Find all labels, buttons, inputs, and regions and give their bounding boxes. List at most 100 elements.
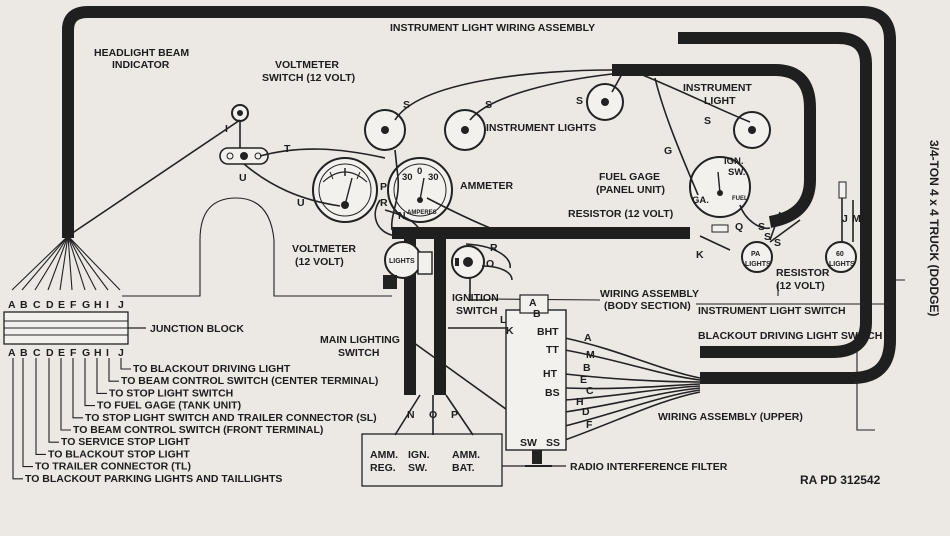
junction-letter-bottom-d: D: [46, 347, 54, 359]
label-headlight-beam-2: INDICATOR: [112, 59, 170, 71]
code-s4: S: [704, 115, 711, 127]
legend-line-2: [108, 358, 119, 382]
label-voltmeter-switch-2: SWITCH (12 VOLT): [262, 72, 355, 84]
label-ignition-switch-1: IGNITION: [452, 292, 499, 304]
filter-box-3-line1: AMM.: [452, 449, 480, 461]
legend-item-5: TO STOP LIGHT SWITCH AND TRAILER CONNECT…: [85, 412, 377, 424]
sixty-lights-text: LIGHTS: [829, 261, 855, 268]
label-resistor-center: RESISTOR (12 VOLT): [568, 208, 673, 220]
junction-letter-top-d: D: [46, 299, 54, 311]
label-instrument-light-1: INSTRUMENT: [683, 82, 752, 94]
legend-line-4: [84, 358, 95, 407]
code-j: J: [842, 213, 848, 225]
code-u1: U: [239, 172, 247, 184]
code-l: L: [500, 314, 507, 326]
code-s-right1: S: [758, 221, 765, 233]
filter-terminal-o: O: [429, 409, 437, 421]
instrument-light-gauge-3: [586, 83, 624, 121]
legend-item-8: TO BLACKOUT STOP LIGHT: [48, 448, 190, 460]
code-a-box: A: [529, 297, 537, 309]
fuel-gage-sw: SW.: [728, 167, 745, 178]
legend-line-10: [12, 358, 23, 480]
junction-letter-top-c: C: [33, 299, 41, 311]
junction-letter-top-b: B: [20, 299, 28, 311]
junction-letter-bottom-i: I: [106, 347, 109, 359]
blackout-driving-light-switch-knob: 60 LIGHTS: [825, 241, 857, 273]
legend-item-7: TO SERVICE STOP LIGHT: [61, 436, 190, 448]
junction-letter-top-h: H: [94, 299, 102, 311]
ammeter-gauge: 30 0 30 AMPERES: [387, 157, 453, 223]
junction-letter-bottom-j: J: [118, 347, 124, 359]
junction-letter-top-e: E: [58, 299, 65, 311]
label-blackout-driving-light-switch: BLACKOUT DRIVING LIGHT SWITCH: [698, 330, 882, 342]
ammeter-0: 0: [417, 166, 422, 177]
code-s-right2: S: [764, 231, 771, 243]
ignition-switch-knob: [451, 245, 485, 279]
legend-item-10: TO BLACKOUT PARKING LIGHTS AND TAILLIGHT…: [25, 473, 282, 485]
code-p: P: [380, 181, 387, 193]
resistor-center-part: [711, 224, 729, 233]
pa-text: PA: [751, 251, 760, 258]
legend-line-8: [35, 358, 46, 455]
code-o: O: [486, 258, 494, 270]
label-instrument-lights: INSTRUMENT LIGHTS: [486, 122, 596, 134]
wire-codes: S S S S T U U G P R N J M K Q I L A B R …: [225, 95, 861, 337]
label-resistor-right-1: RESISTOR: [776, 267, 830, 279]
filter-box-2-line2: SW.: [408, 462, 427, 474]
terminal-ht: HT: [543, 368, 558, 380]
filter-box-3-line2: BAT.: [452, 462, 475, 474]
filter-box-1-line2: REG.: [370, 462, 396, 474]
legend-line-5: [72, 358, 83, 419]
filter-box-2-line1: IGN.: [408, 449, 430, 461]
code-q: Q: [735, 221, 743, 233]
code-i: I: [225, 123, 228, 135]
dash-outline: [122, 197, 392, 297]
swire-c: C: [586, 385, 594, 397]
radio-interference-filter: [361, 433, 566, 487]
code-s1: S: [403, 99, 410, 111]
label-voltmeter-switch-1: VOLTMETER: [275, 59, 339, 71]
label-instrument-light-2: LIGHT: [704, 95, 736, 107]
legend-line-7: [48, 358, 59, 443]
swire-e: E: [580, 374, 587, 386]
voltmeter-gauge: [312, 157, 378, 223]
fuel-gage-fuel: FUEL: [732, 196, 748, 202]
code-m: M: [852, 213, 861, 225]
labels: HEADLIGHT BEAM INDICATOR VOLTMETER SWITC…: [94, 22, 941, 487]
label-fuel-gage-1: FUEL GAGE: [599, 171, 660, 183]
ammeter-30-right: 30: [428, 172, 439, 183]
legend-item-6: TO BEAM CONTROL SWITCH (FRONT TERMINAL): [73, 424, 323, 436]
junction-letter-bottom-b: B: [20, 347, 28, 359]
switch-terminal-labels: BHT TT HT BS SW SS: [520, 326, 560, 449]
junction-letter-bottom-h: H: [94, 347, 102, 359]
instrument-light-gauge-4: [733, 111, 771, 149]
legend-line-9: [22, 358, 33, 468]
label-radio-interference-filter: RADIO INTERFERENCE FILTER: [570, 461, 728, 473]
code-n: N: [398, 210, 406, 222]
legend-item-2: TO BEAM CONTROL SWITCH (CENTER TERMINAL): [121, 375, 378, 387]
junction-letter-bottom-c: C: [33, 347, 41, 359]
code-r2: R: [490, 242, 498, 254]
terminal-tt: TT: [546, 344, 559, 356]
filter-box-1-line1: AMM.: [370, 449, 398, 461]
label-resistor-right-2: (12 VOLT): [776, 280, 825, 292]
code-s2: S: [485, 99, 492, 111]
code-s-right3: S: [774, 237, 781, 249]
legend-item-3: TO STOP LIGHT SWITCH: [109, 387, 233, 399]
label-main-lighting-switch-2: SWITCH: [338, 347, 379, 359]
lights-lamp-text: LIGHTS: [389, 258, 415, 265]
label-wiring-assembly-upper: WIRING ASSEMBLY (UPPER): [658, 411, 803, 423]
label-junction-block: JUNCTION BLOCK: [150, 323, 244, 335]
junction-letter-bottom-e: E: [58, 347, 65, 359]
label-voltmeter-1: VOLTMETER: [292, 243, 356, 255]
label-headlight-beam-1: HEADLIGHT BEAM: [94, 47, 189, 59]
terminal-ss: SS: [546, 437, 560, 449]
instrument-light-switch-knob: PA LIGHTS: [741, 241, 773, 273]
junction-letter-bottom-f: F: [70, 347, 77, 359]
fuel-gage-ga: GA.: [692, 195, 709, 206]
label-fuel-gage-2: (PANEL UNIT): [596, 184, 665, 196]
ammeter-amperes: AMPERES: [407, 210, 437, 216]
